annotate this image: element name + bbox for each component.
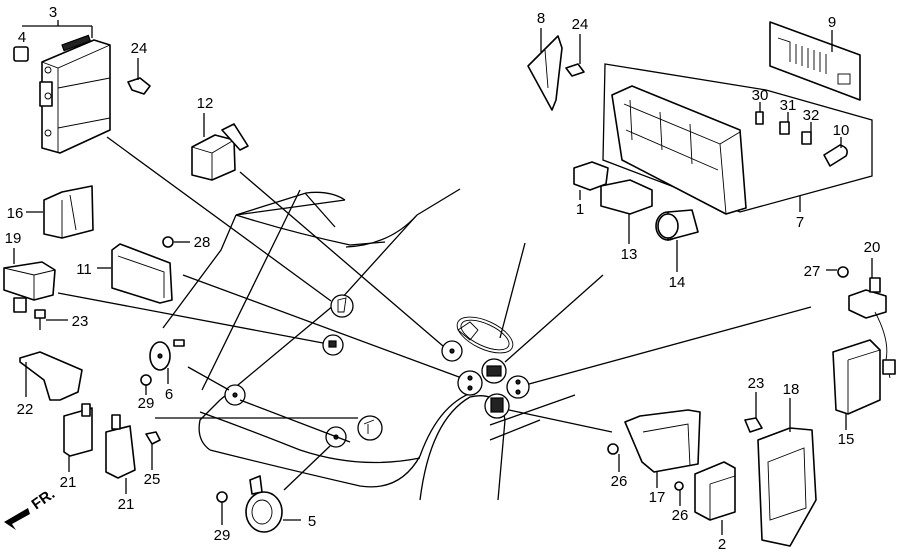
part-24-bolt-right[interactable] [565, 34, 585, 77]
label-2: 2 [718, 536, 726, 553]
part-22-bracket[interactable] [19, 351, 83, 401]
part-9-fuse-label[interactable] [769, 21, 861, 101]
label-14: 14 [669, 274, 686, 291]
part-11-module[interactable] [97, 243, 173, 304]
label-21b: 21 [118, 496, 135, 513]
label-4: 4 [18, 29, 26, 46]
label-31: 31 [780, 97, 797, 114]
part-20-relay[interactable] [848, 258, 896, 379]
part-10-clip[interactable] [823, 137, 848, 167]
part-32-fuse[interactable] [801, 122, 812, 145]
part-number-labels: 3 4 24 12 16 19 11 28 23 22 29 6 21 21 2… [5, 4, 881, 553]
label-15: 15 [838, 431, 855, 448]
part-13-relay[interactable] [600, 179, 653, 244]
label-9: 9 [828, 14, 836, 31]
part-29-nut-lower[interactable] [216, 491, 228, 525]
label-26b: 26 [672, 507, 689, 524]
part-5-horn[interactable] [245, 475, 301, 533]
leader-lines [57, 136, 812, 491]
location-callouts [224, 294, 530, 448]
part-25-clip[interactable] [145, 431, 161, 470]
label-24a: 24 [131, 40, 148, 57]
part-30-fuse[interactable] [755, 102, 764, 125]
label-fr: FR. [29, 485, 59, 513]
part-3-control-unit[interactable] [39, 34, 111, 154]
label-10: 10 [833, 122, 850, 139]
part-31-fuse[interactable] [779, 112, 790, 135]
label-30: 30 [752, 87, 769, 104]
label-18: 18 [783, 381, 800, 398]
part-26-screw-right[interactable] [674, 481, 684, 506]
part-29-nut-upper[interactable] [140, 374, 152, 395]
label-3: 3 [49, 4, 57, 21]
label-23a: 23 [72, 313, 89, 330]
front-direction-arrow [4, 508, 30, 530]
label-29a: 29 [138, 395, 155, 412]
label-20: 20 [864, 239, 881, 256]
label-24b: 24 [572, 16, 589, 33]
label-29b: 29 [214, 527, 231, 544]
part-18-bracket[interactable] [757, 398, 817, 547]
part-8-bracket[interactable] [527, 28, 563, 111]
label-23b: 23 [748, 375, 765, 392]
label-22: 22 [17, 401, 34, 418]
part-4-small-relay[interactable] [13, 46, 29, 62]
part-23-bolt-left[interactable] [34, 309, 68, 330]
part-1-connector[interactable] [573, 161, 609, 200]
label-32: 32 [803, 107, 820, 124]
label-17: 17 [649, 489, 666, 506]
label-21a: 21 [60, 474, 77, 491]
label-1: 1 [576, 201, 584, 218]
part-23-bolt-right[interactable] [744, 392, 763, 433]
label-26a: 26 [611, 473, 628, 490]
label-27: 27 [804, 263, 821, 280]
part-17-switch[interactable] [624, 409, 701, 488]
car-body-outline [162, 188, 541, 501]
part-2-unit[interactable] [694, 461, 736, 535]
part-21-relay-b[interactable] [105, 414, 136, 494]
part-6-horn[interactable] [149, 339, 185, 384]
label-11: 11 [76, 261, 92, 278]
part-26-screw-left[interactable] [607, 443, 620, 472]
part-28-nut[interactable] [162, 236, 190, 248]
part-12-relay[interactable] [191, 113, 249, 181]
part-7-fuse-box[interactable] [602, 63, 873, 215]
label-19: 19 [5, 230, 22, 247]
label-5: 5 [308, 513, 316, 530]
part-16-switch[interactable] [26, 185, 94, 239]
label-16: 16 [7, 205, 24, 222]
steering-wheel [456, 316, 514, 354]
label-25: 25 [144, 471, 161, 488]
part-14-ignition-switch[interactable] [655, 209, 699, 272]
part-24-bolt-left[interactable] [127, 58, 151, 95]
label-6: 6 [165, 386, 173, 403]
label-13: 13 [621, 246, 638, 263]
part-19-unit[interactable] [3, 248, 56, 313]
label-28: 28 [194, 234, 211, 251]
part-27-screw[interactable] [826, 266, 849, 278]
label-7: 7 [796, 214, 804, 231]
part-15-module[interactable] [832, 339, 881, 430]
label-8: 8 [537, 10, 545, 27]
label-12: 12 [197, 95, 214, 112]
part-21-relay-a[interactable] [63, 403, 93, 472]
